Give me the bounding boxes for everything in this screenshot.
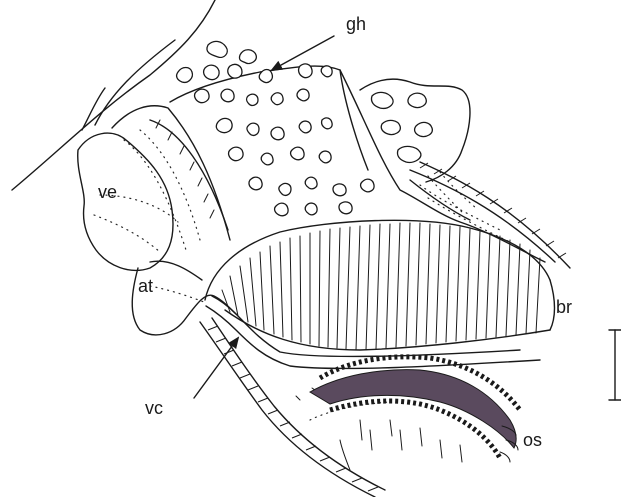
- mantle-edge-lower: [200, 318, 385, 497]
- label-vc: vc: [145, 398, 163, 418]
- label-br: br: [556, 297, 572, 317]
- gland-blobs: [177, 41, 433, 215]
- label-gh: gh: [346, 14, 366, 34]
- ventricle: [78, 133, 178, 270]
- pericardial-band: [112, 106, 230, 250]
- label-os: os: [523, 430, 542, 450]
- label-ve: ve: [98, 182, 117, 202]
- mantle-edge-upper: [410, 162, 570, 268]
- atrium: [132, 261, 236, 335]
- scale-bar: [609, 330, 621, 400]
- label-at: at: [138, 276, 153, 296]
